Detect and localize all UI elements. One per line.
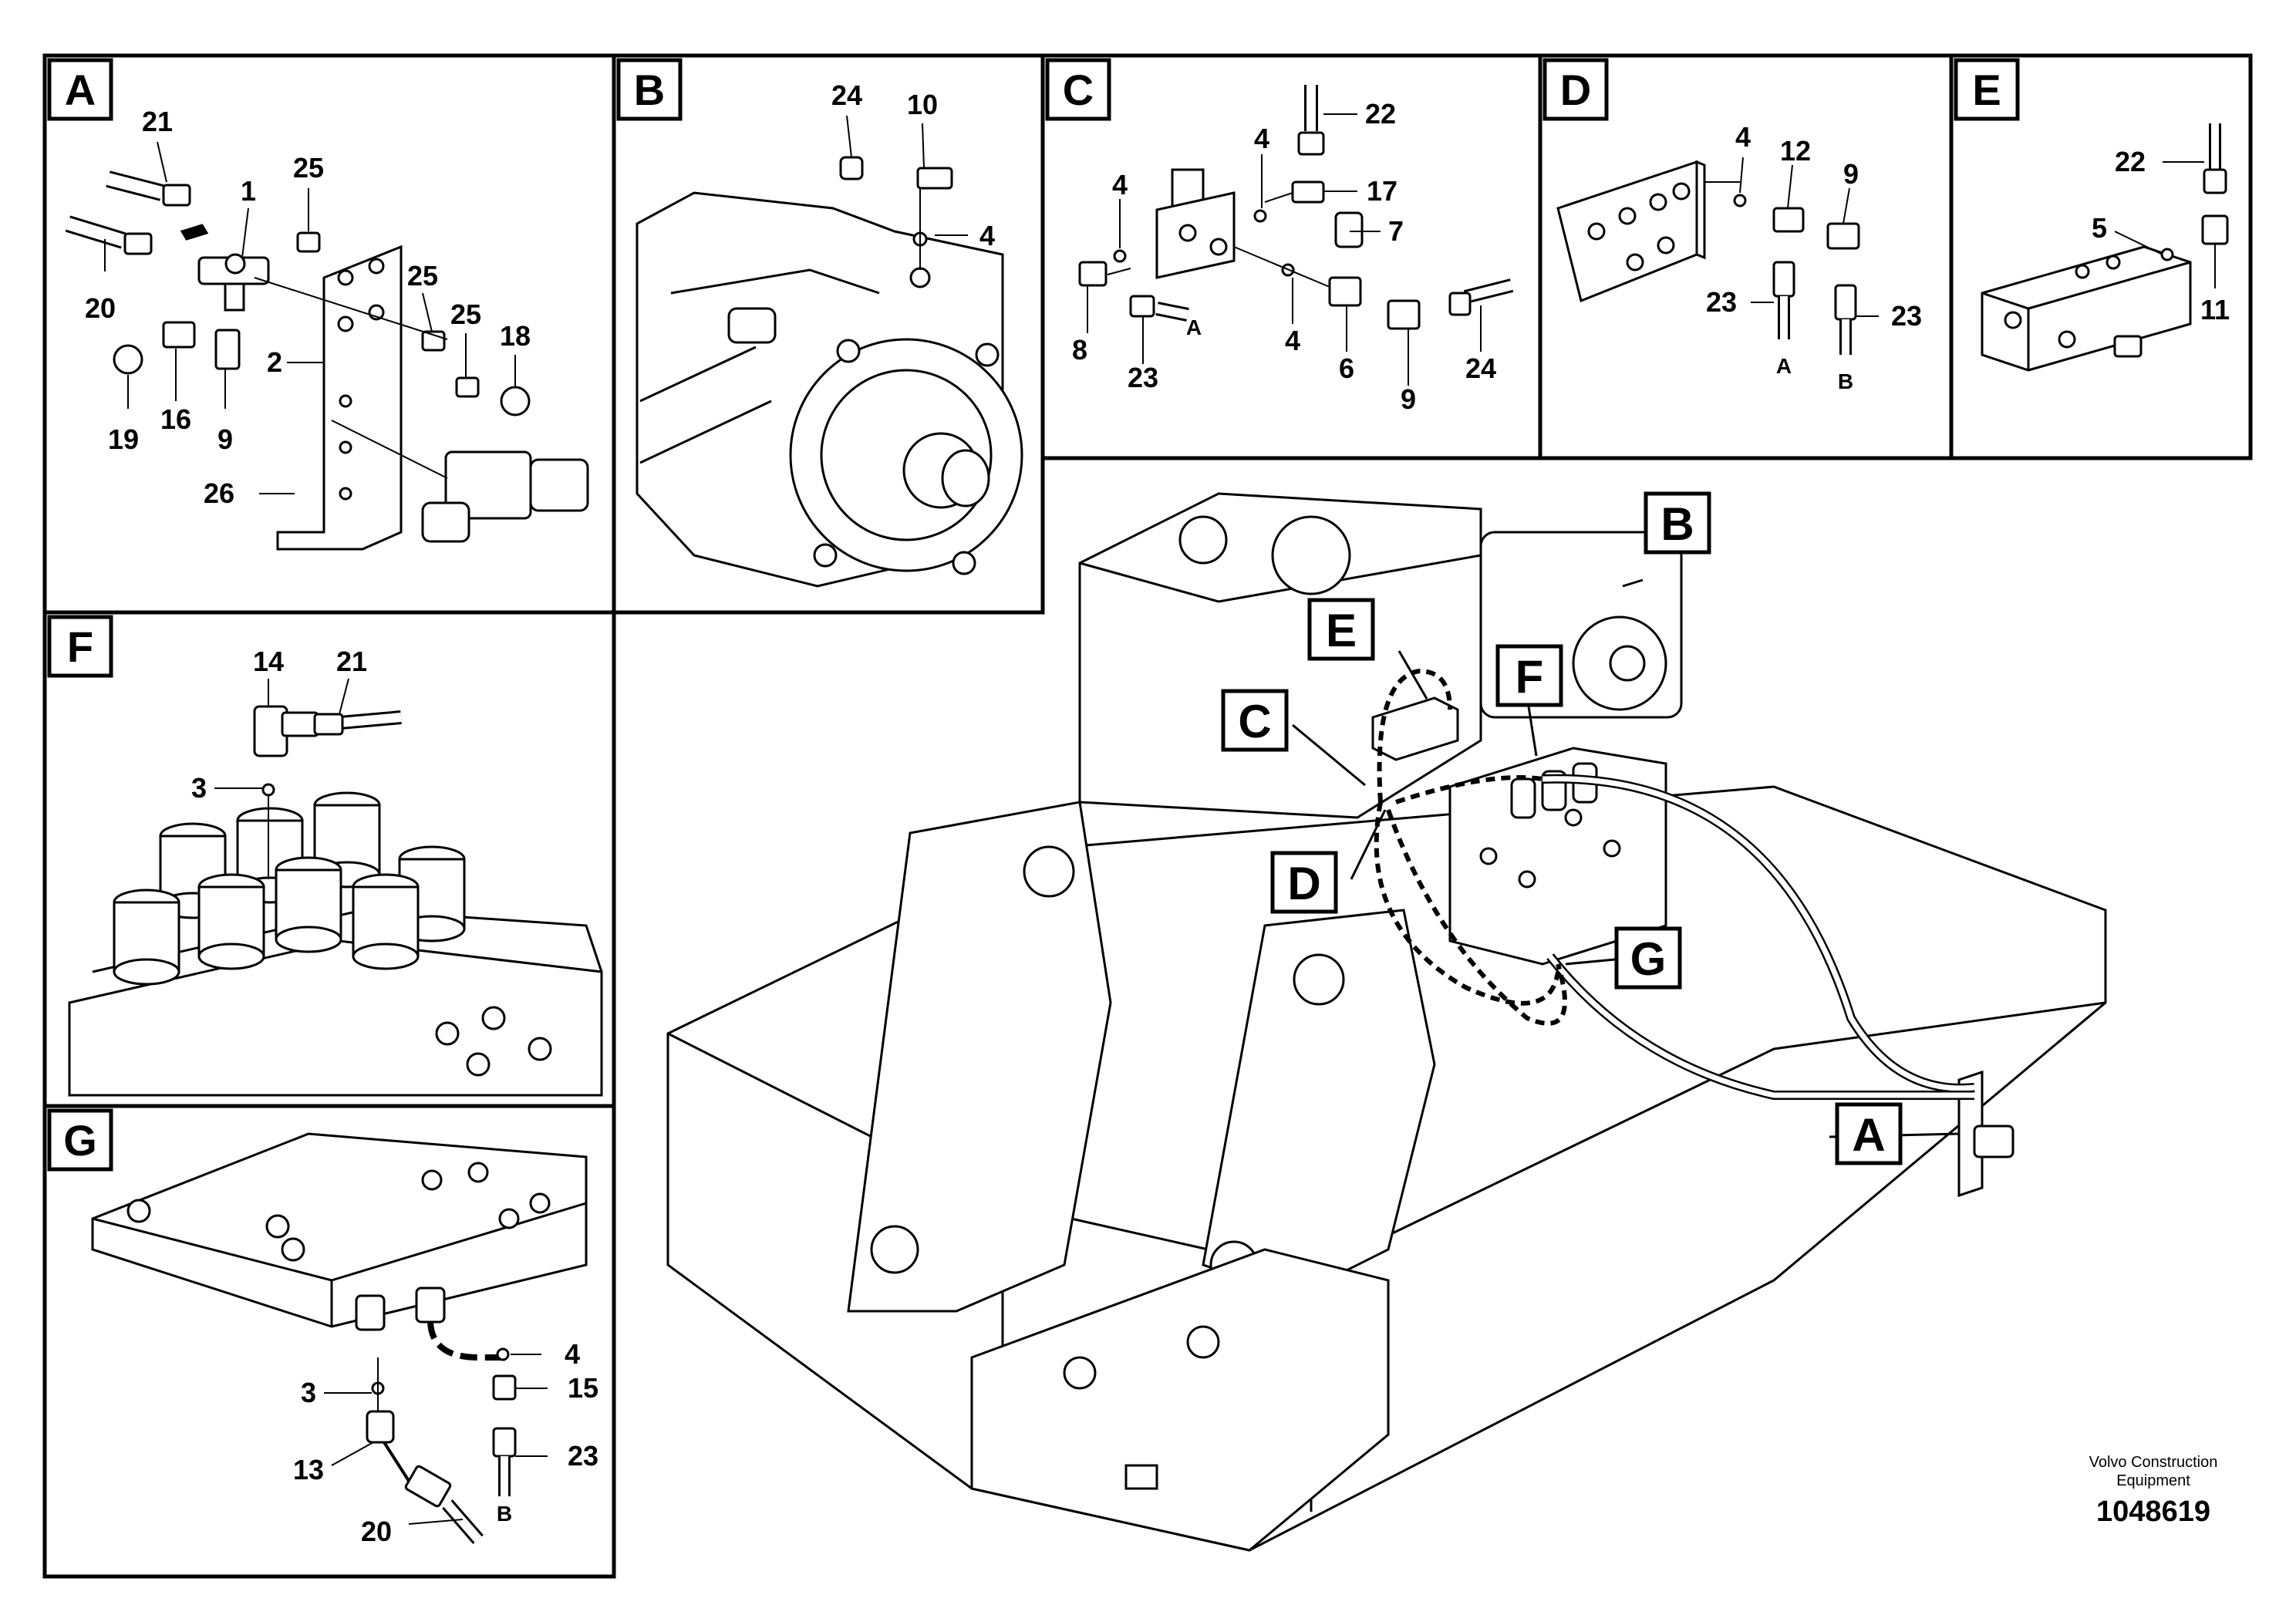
panel-e-frame xyxy=(1949,53,2253,460)
part-number: 10 xyxy=(907,89,938,120)
callout-a-label: A xyxy=(1852,1109,1885,1161)
part-number: 11 xyxy=(2200,294,2230,325)
part-number: 24 xyxy=(1465,352,1496,384)
panel-b-part-numbers: 24 10 4 xyxy=(831,79,995,251)
port-label: A xyxy=(1776,354,1792,378)
panel-frames xyxy=(42,53,2253,1579)
part-number: 16 xyxy=(160,403,191,435)
panel-f-letter: F xyxy=(67,622,93,671)
panel-g-artwork xyxy=(91,1132,588,1544)
part-number: 18 xyxy=(500,320,531,352)
part-number: 9 xyxy=(217,423,233,455)
callout-c-label: C xyxy=(1238,696,1271,747)
part-number: 7 xyxy=(1388,215,1404,247)
part-number: 4 xyxy=(1735,121,1751,153)
part-number: 12 xyxy=(1780,135,1811,167)
callout-c[interactable]: C xyxy=(1221,689,1289,752)
panel-d-letter: D xyxy=(1560,66,1591,114)
part-number: 25 xyxy=(407,260,438,292)
callout-d-label: D xyxy=(1287,858,1320,909)
part-number: 22 xyxy=(2115,146,2146,177)
part-number: 23 xyxy=(1128,362,1158,393)
part-number: 4 xyxy=(1112,169,1128,201)
part-number: 3 xyxy=(191,772,207,804)
part-number: 13 xyxy=(293,1454,324,1485)
part-number: 23 xyxy=(568,1440,598,1472)
part-number: 9 xyxy=(1401,383,1416,415)
part-number: 25 xyxy=(450,298,481,330)
panel-c-part-numbers: 22 4 17 4 7 8 23 4 6 9 24 A xyxy=(1072,98,1496,415)
callout-d[interactable]: D xyxy=(1270,851,1338,914)
part-number: 15 xyxy=(568,1372,598,1404)
part-number: 2 xyxy=(267,346,282,378)
callout-g[interactable]: G xyxy=(1614,926,1682,990)
part-number: 6 xyxy=(1339,352,1354,384)
panel-e-part-numbers: 22 5 11 xyxy=(2092,146,2230,325)
brand-name-line2: Equipment xyxy=(2116,1472,2190,1489)
part-number: 5 xyxy=(2092,212,2107,244)
panel-a-part-numbers: 21 1 25 20 25 25 18 16 9 19 2 26 xyxy=(85,106,531,509)
part-number: 3 xyxy=(301,1377,316,1408)
callout-e-label: E xyxy=(1326,605,1357,656)
brand-name: Volvo Construction xyxy=(2089,1454,2218,1471)
callout-e[interactable]: E xyxy=(1307,598,1375,661)
panel-f-artwork xyxy=(68,678,603,1097)
part-number: 4 xyxy=(1254,123,1269,154)
panel-letter-boxes: A B C D E F G xyxy=(47,58,2020,1172)
part-number: 1 xyxy=(241,175,256,207)
callout-b[interactable]: B xyxy=(1644,491,1711,555)
part-number: 20 xyxy=(85,292,116,324)
part-number: 8 xyxy=(1072,334,1087,366)
panel-e-artwork xyxy=(1981,123,2229,372)
panel-g-part-numbers: 3 4 15 13 23 20 B xyxy=(293,1338,598,1547)
callout-a[interactable]: A xyxy=(1835,1102,1903,1165)
part-number: 17 xyxy=(1367,175,1397,207)
callout-f[interactable]: F xyxy=(1495,644,1563,707)
panel-b-letter: B xyxy=(634,66,665,114)
part-number: 21 xyxy=(336,646,367,677)
callout-f-label: F xyxy=(1515,651,1544,703)
panel-b-artwork xyxy=(636,115,1023,588)
panel-a-letter: A xyxy=(65,66,96,114)
panel-c-letter: C xyxy=(1063,66,1094,114)
panel-e-letter: E xyxy=(1972,66,2001,114)
part-number: 23 xyxy=(1706,286,1737,318)
callout-g-label: G xyxy=(1630,933,1667,985)
part-number: 19 xyxy=(108,423,139,455)
panel-f-part-numbers: 14 21 3 xyxy=(191,646,367,804)
part-number: 21 xyxy=(142,106,173,137)
port-label: B xyxy=(497,1502,512,1526)
part-number: 9 xyxy=(1843,158,1859,190)
callout-b-label: B xyxy=(1660,498,1694,550)
panel-d-artwork xyxy=(1556,157,1879,355)
main-assembly-artwork xyxy=(666,492,2107,1552)
part-number: 23 xyxy=(1891,300,1922,332)
part-number: 25 xyxy=(293,152,324,184)
panel-g-frame xyxy=(42,1104,616,1579)
port-label: A xyxy=(1186,315,1202,339)
port-label: B xyxy=(1838,369,1853,393)
part-number: 4 xyxy=(1285,325,1300,356)
document-number: 1048619 xyxy=(2096,1496,2210,1528)
part-number: 26 xyxy=(204,477,234,509)
panel-d-part-numbers: 4 12 9 23 23 A B xyxy=(1706,121,1922,393)
part-number: 4 xyxy=(565,1338,580,1370)
part-number: 14 xyxy=(253,646,284,677)
part-number: 24 xyxy=(831,79,862,111)
part-number: 20 xyxy=(361,1516,392,1547)
part-number: 22 xyxy=(1365,98,1396,130)
part-number: 4 xyxy=(979,220,995,251)
panel-g-letter: G xyxy=(63,1116,97,1165)
panel-c-artwork xyxy=(1078,85,1514,386)
footer: Volvo Construction Equipment 1048619 xyxy=(2089,1454,2218,1528)
panel-a-artwork xyxy=(65,141,589,551)
